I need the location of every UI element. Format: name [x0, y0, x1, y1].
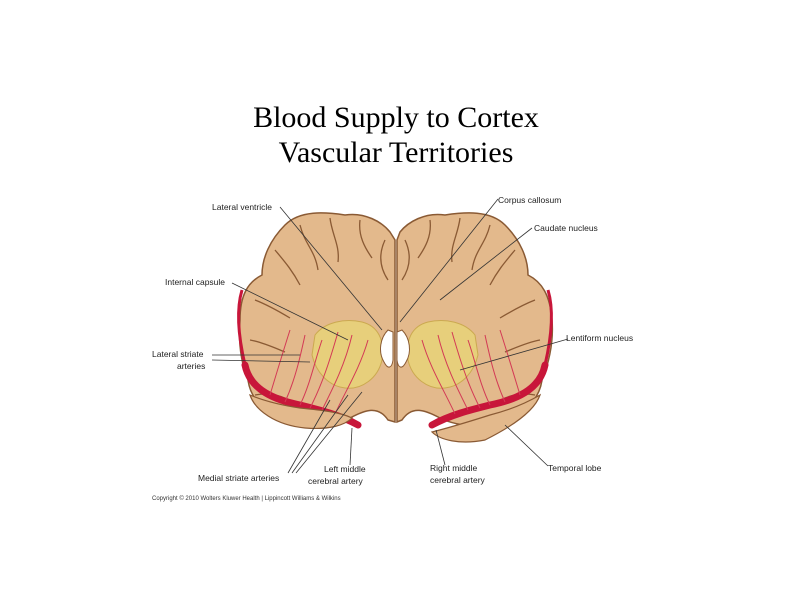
label-lateral-striate-line1: Lateral striate — [152, 349, 204, 359]
label-lentiform-nucleus: Lentiform nucleus — [566, 333, 633, 343]
right-mca-branch-lateral — [543, 289, 554, 366]
title-line-2: Vascular Territories — [278, 136, 514, 169]
right-lateral-ventricle — [396, 329, 410, 368]
left-hemisphere — [236, 212, 396, 429]
left-basal-ganglia — [311, 320, 384, 389]
label-caudate-nucleus: Caudate nucleus — [534, 223, 598, 233]
right-hemisphere — [396, 212, 554, 429]
left-temporal-lobe — [249, 393, 354, 430]
left-striate-arteries — [269, 329, 369, 415]
leader-lines — [211, 198, 569, 474]
label-corpus-callosum: Corpus callosum — [498, 195, 561, 205]
right-striate-arteries — [421, 329, 521, 415]
label-right-mca-line2: cerebral artery — [430, 475, 486, 485]
label-left-mca-line2: cerebral artery — [308, 476, 364, 486]
label-lateral-ventricle: Lateral ventricle — [212, 202, 272, 212]
slide-title: Blood Supply to Cortex Vascular Territor… — [0, 100, 792, 170]
copyright-notice: Copyright © 2010 Wolters Kluwer Health |… — [152, 495, 341, 502]
left-lateral-ventricle — [380, 329, 394, 368]
label-temporal-lobe: Temporal lobe — [548, 463, 602, 473]
label-lateral-striate-line2: arteries — [177, 361, 205, 371]
label-medial-striate-arteries: Medial striate arteries — [198, 473, 279, 483]
left-mca-branch-lateral — [236, 289, 247, 366]
label-left-mca-line1: Left middle — [324, 464, 366, 474]
right-temporal-lobe — [430, 393, 542, 443]
label-right-mca-line1: Right middle — [430, 463, 478, 473]
title-line-1: Blood Supply to Cortex — [253, 101, 539, 134]
right-basal-ganglia — [406, 320, 479, 389]
right-middle-cerebral-artery — [428, 361, 549, 429]
left-sulci — [249, 217, 389, 405]
label-internal-capsule: Internal capsule — [165, 277, 225, 287]
